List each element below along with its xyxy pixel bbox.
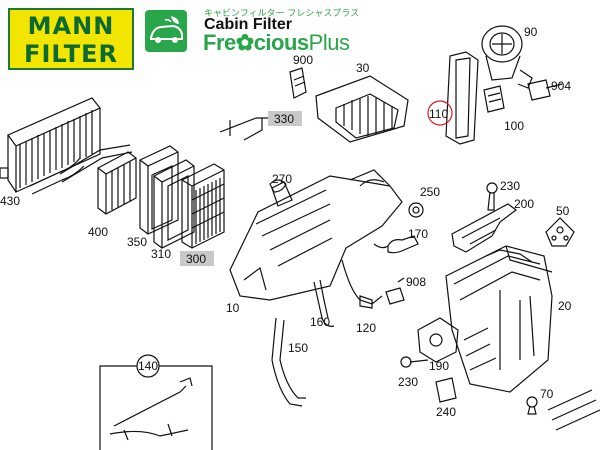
part-label-430: 430 xyxy=(0,194,20,208)
product-japanese-subtitle: キャビンフィルター フレシャスプラス xyxy=(204,9,360,19)
part-label-10: 10 xyxy=(226,301,240,315)
highlight-circle-110 xyxy=(427,100,453,126)
part-label-20: 20 xyxy=(558,299,572,313)
valve-50 xyxy=(545,217,575,247)
part-label-350: 350 xyxy=(127,235,147,249)
grommet-250 xyxy=(408,202,424,218)
screw-230-bottom xyxy=(400,356,429,368)
drain-hose-150 xyxy=(271,317,303,407)
cabin-filter-300 xyxy=(181,163,225,249)
part-label-330: 330 xyxy=(274,112,294,126)
part-label-200: 200 xyxy=(514,197,534,211)
product-name-suffix: Plus xyxy=(308,30,350,55)
part-label-160: 160 xyxy=(310,315,330,329)
cabin-filter-car-icon xyxy=(145,10,187,52)
part-label-904: 904 xyxy=(551,79,571,93)
part-label-190: 190 xyxy=(429,359,449,373)
clip-part-900 xyxy=(289,67,307,99)
hose-160 xyxy=(313,281,335,327)
product-name-mid: cious xyxy=(253,30,309,55)
hose-170 xyxy=(373,235,419,254)
filter-frame-310 xyxy=(153,159,195,249)
part-label-170: 170 xyxy=(408,227,428,241)
part-label-140: 140 xyxy=(138,359,158,373)
filter-frame-400 xyxy=(97,151,137,215)
product-name: Fre✿ciousPlus xyxy=(203,30,350,56)
part-240 xyxy=(435,377,457,403)
flower-x-icon: ✿ xyxy=(235,30,254,55)
distribution-housing-20 xyxy=(445,245,553,393)
part-label-250: 250 xyxy=(420,185,440,199)
part-label-300: 300 xyxy=(186,252,206,266)
sensor-wire-120 xyxy=(341,259,383,305)
part-label-310: 310 xyxy=(151,247,171,261)
part-label-30: 30 xyxy=(356,61,370,75)
screw-230-top xyxy=(486,182,498,211)
part-label-90: 90 xyxy=(524,25,538,39)
resistor-100 xyxy=(483,85,505,113)
label-box-330 xyxy=(268,111,302,126)
part-label-908: 908 xyxy=(406,275,426,289)
evaporator-housing-30 xyxy=(315,75,409,143)
bracket-200 xyxy=(451,203,517,253)
screw-70 xyxy=(526,396,538,415)
air-duct-110 xyxy=(445,51,479,145)
main-housing-10 xyxy=(229,169,403,301)
mann-filter-logo: MANN FILTER xyxy=(8,8,134,70)
cabin-filter-title: Cabin Filter xyxy=(204,16,293,33)
part-label-120: 120 xyxy=(356,321,376,335)
wire-harness-140 xyxy=(109,377,193,441)
part-label-230-bottom: 230 xyxy=(398,375,418,389)
product-name-prefix: Fre xyxy=(203,30,236,55)
part-label-240: 240 xyxy=(436,405,456,419)
part-label-100: 100 xyxy=(504,119,524,133)
heater-core-part xyxy=(0,97,133,195)
leader-330 xyxy=(219,117,268,136)
logo-text-mann: MANN xyxy=(27,12,115,40)
part-label-900: 900 xyxy=(293,53,313,67)
part-label-400: 400 xyxy=(88,225,108,239)
connector-908 xyxy=(385,287,405,305)
actuator-190 xyxy=(417,317,459,363)
logo-text-filter: FILTER xyxy=(24,40,118,68)
filter-frame-350 xyxy=(139,145,179,235)
part-270 xyxy=(269,179,287,193)
label-circle-140 xyxy=(136,354,160,378)
detail-box-140 xyxy=(99,365,213,450)
part-label-270: 270 xyxy=(272,172,292,186)
part-label-150: 150 xyxy=(288,341,308,355)
part-label-110: 110 xyxy=(429,107,448,121)
blower-motor-90 xyxy=(481,25,533,89)
label-box-300 xyxy=(180,251,214,266)
connector-904 xyxy=(527,79,551,101)
part-label-50: 50 xyxy=(556,204,570,218)
part-label-70: 70 xyxy=(540,387,554,401)
part-label-230-top: 230 xyxy=(500,179,520,193)
